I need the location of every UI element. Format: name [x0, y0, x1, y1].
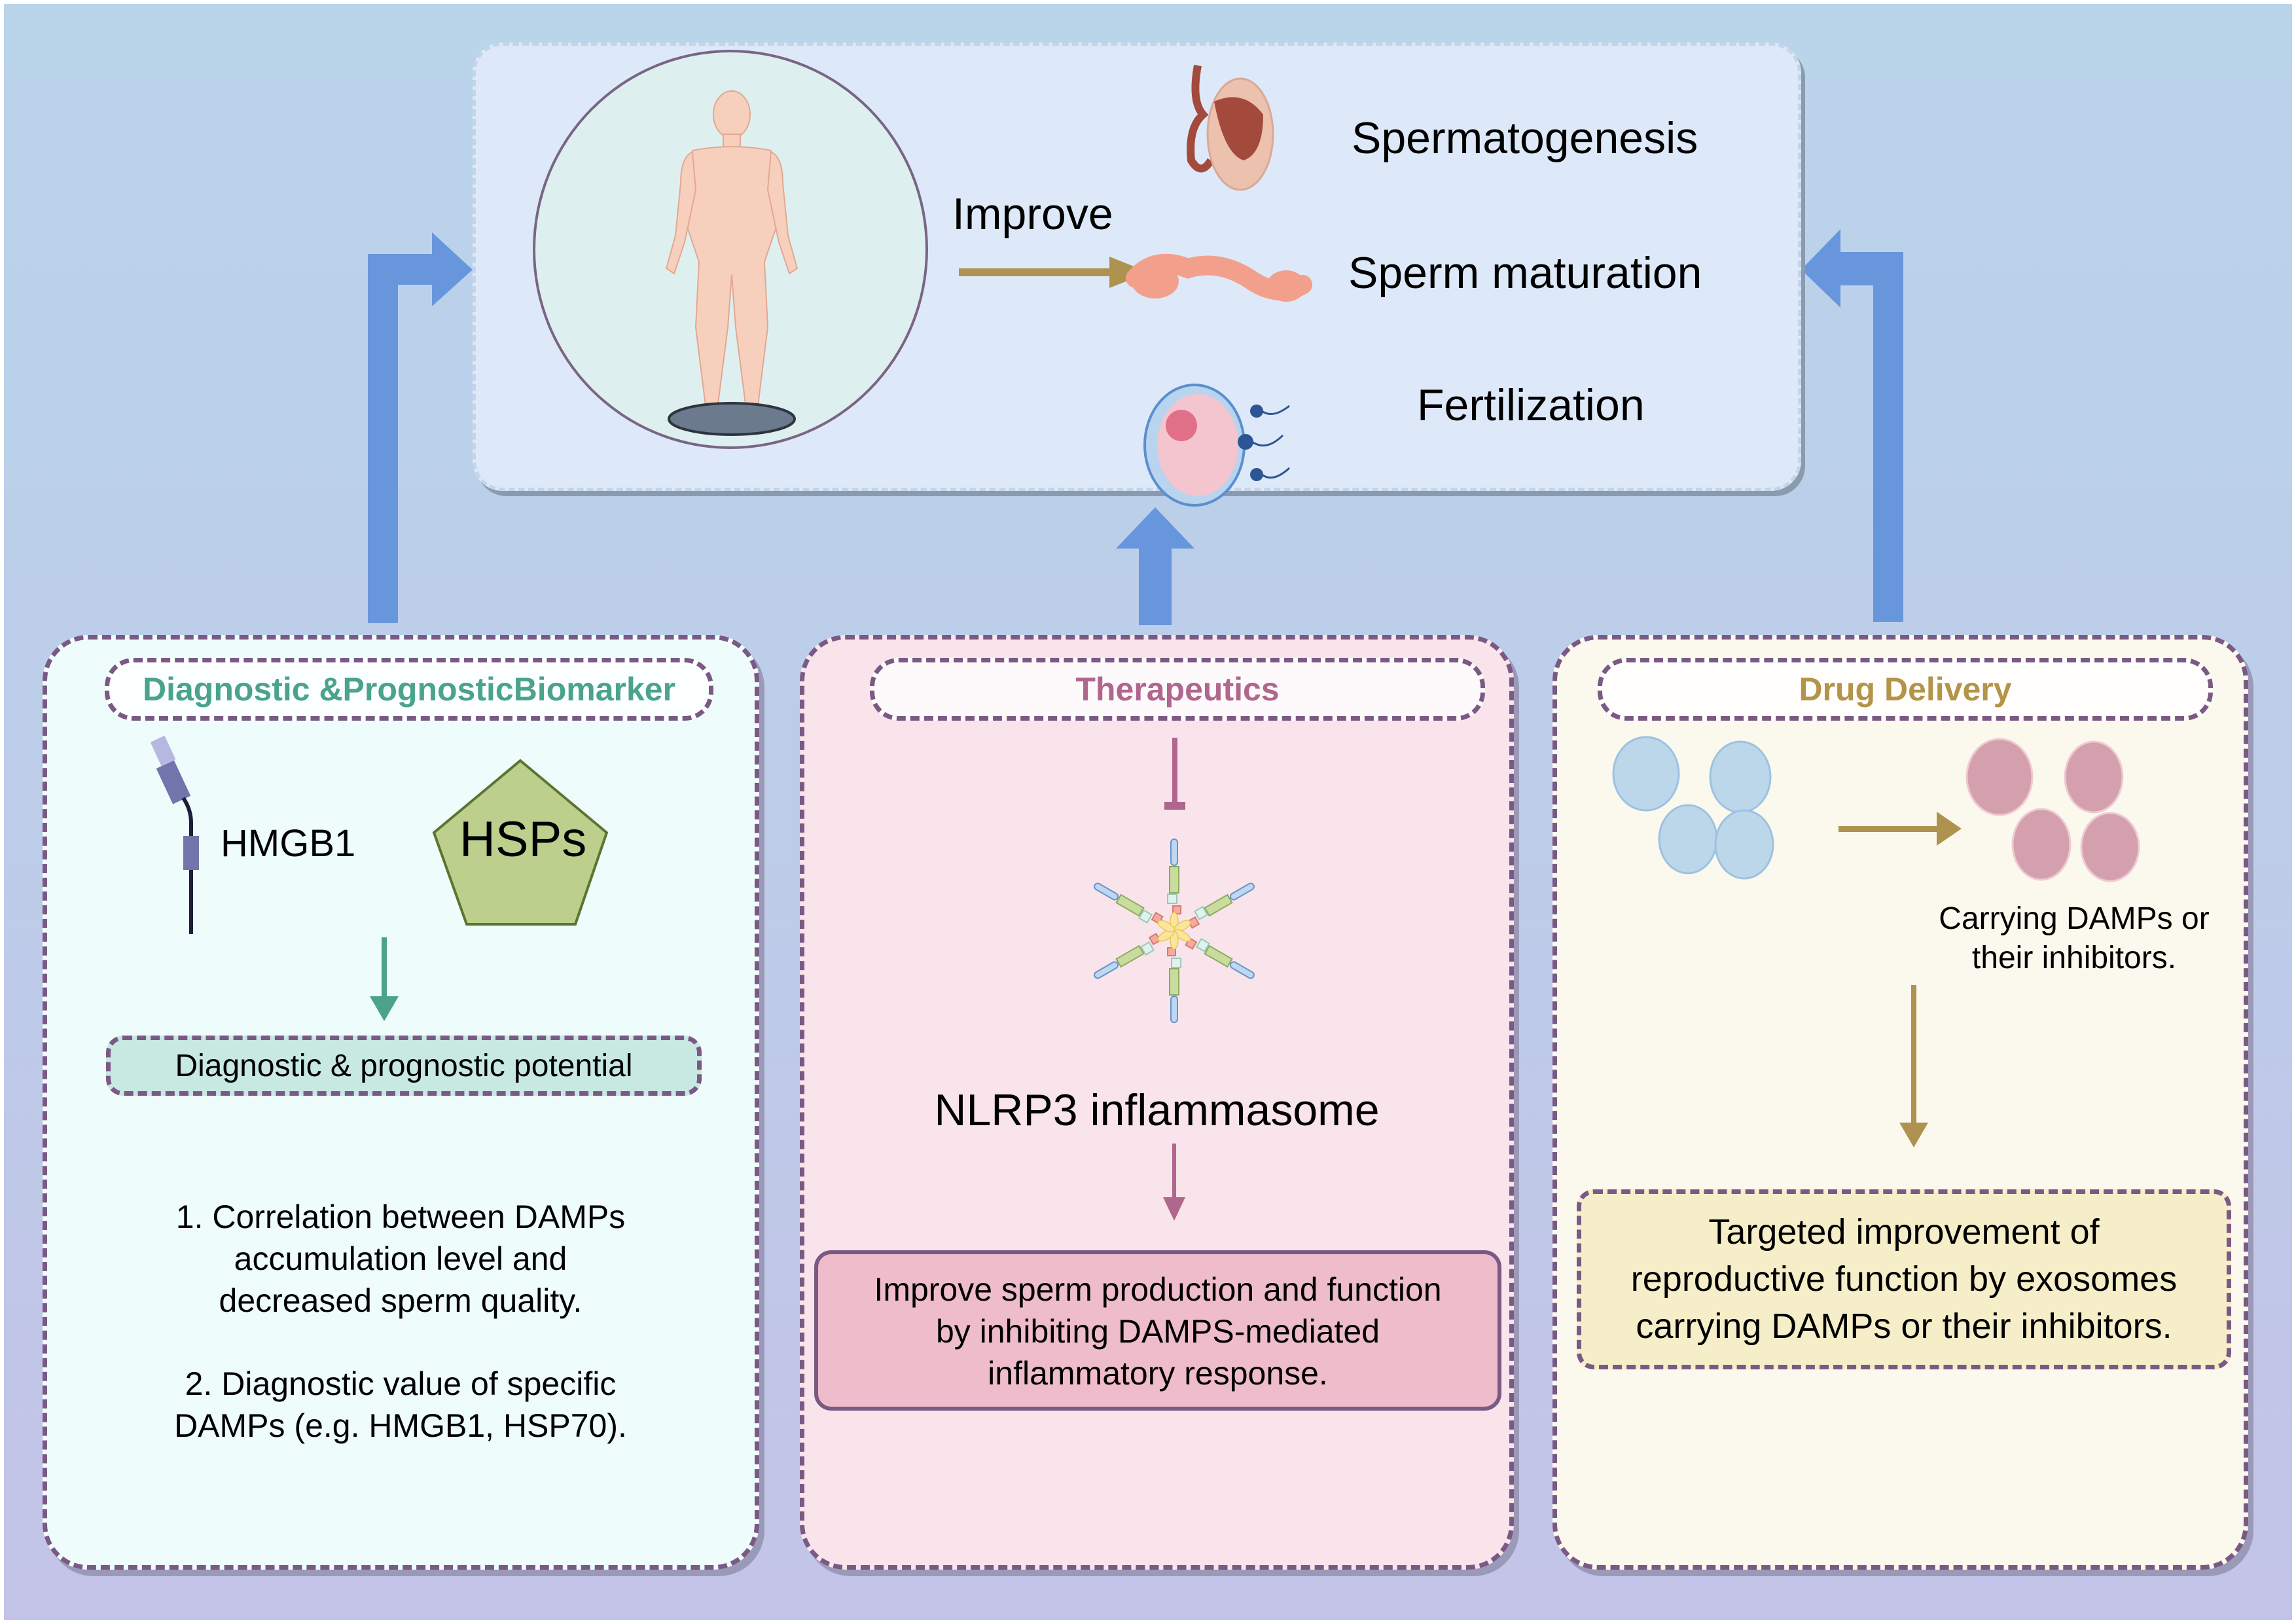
hmgb1-label: HMGB1 — [221, 822, 356, 865]
delivery-right-arrow — [1839, 812, 1962, 846]
left-elbow-arrow — [368, 232, 473, 623]
drug-delivery-title-pill: Drug Delivery — [1598, 658, 2213, 721]
diagnostic-title-pill: Diagnostic &PrognosticBiomarker — [105, 658, 713, 721]
epididymis-icon — [1126, 253, 1312, 302]
diagnostic-point-2: 2. Diagnostic value of specific DAMPs (e… — [174, 1365, 627, 1444]
improve-arrow — [959, 257, 1149, 288]
platform-icon — [668, 402, 796, 436]
diagnostic-potential-box: Diagnostic & prognostic potential — [106, 1036, 702, 1096]
outcome-sperm-maturation: Sperm maturation — [1348, 248, 1702, 298]
therapeutics-result-line: by inhibiting DAMPS-mediated — [935, 1313, 1380, 1350]
right-elbow-arrow — [1801, 229, 1903, 622]
nlrp3-label: NLRP3 inflammasome — [934, 1085, 1380, 1135]
drug-delivery-result-box: Targeted improvement of reproductive fun… — [1577, 1189, 2231, 1369]
drug-delivery-title: Drug Delivery — [1799, 671, 2012, 708]
drug-delivery-panel: Drug Delivery Carrying DAMPs or their in… — [1552, 635, 2248, 1570]
carrying-label: Carrying DAMPs or their inhibitors. — [1939, 901, 2210, 975]
therapeutics-result-line: inflammatory response. — [988, 1355, 1328, 1392]
loaded-exosomes-icon — [1965, 738, 2140, 882]
center-up-arrow — [1116, 507, 1194, 625]
drug-delivery-result-line: reproductive function by exosomes — [1630, 1259, 2178, 1299]
hmgb1-receptor-icon — [150, 735, 199, 934]
diagnostic-potential-label: Diagnostic & prognostic potential — [175, 1048, 633, 1083]
inflammasome-spoke — [1167, 839, 1181, 914]
inhibition-bar-icon — [1164, 738, 1185, 810]
diagnostic-point-1: 1. Correlation between DAMPs accumulatio… — [175, 1199, 626, 1319]
diagnostic-title: Diagnostic &PrognosticBiomarker — [142, 671, 676, 708]
improve-label: Improve — [952, 189, 1113, 239]
outcome-fertilization: Fertilization — [1417, 380, 1645, 430]
empty-exosomes-icon — [1612, 736, 1774, 880]
outcome-spermatogenesis: Spermatogenesis — [1352, 113, 1698, 163]
diagnostic-panel: Diagnostic &PrognosticBiomarker HMGB1 HS… — [43, 635, 759, 1570]
therapeutics-result-line: Improve sperm production and function — [874, 1271, 1442, 1308]
hsps-pentagon-icon — [432, 759, 609, 926]
delivery-down-arrow — [1899, 985, 1928, 1147]
therapeutics-result-box: Improve sperm production and function by… — [814, 1250, 1501, 1411]
human-body-icon — [665, 90, 798, 436]
nlrp3-inflammasome-icon — [1090, 839, 1258, 1023]
therapeutics-title-pill: Therapeutics — [870, 658, 1485, 721]
egg-sperm-icon — [1143, 384, 1291, 507]
hsps-label: HSPs — [459, 812, 587, 867]
therapeutics-panel: Therapeutics NLRP3 inflammasome — [800, 635, 1514, 1570]
drug-delivery-result-line: carrying DAMPs or their inhibitors. — [1636, 1307, 2172, 1346]
testis-icon — [1187, 64, 1274, 191]
human-body-circle — [533, 50, 928, 449]
diagnostic-down-arrow — [370, 937, 399, 1021]
therapeutics-down-arrow — [1163, 1144, 1185, 1221]
drug-delivery-result-line: Targeted improvement of — [1708, 1212, 2100, 1252]
therapeutics-title: Therapeutics — [1075, 671, 1280, 708]
